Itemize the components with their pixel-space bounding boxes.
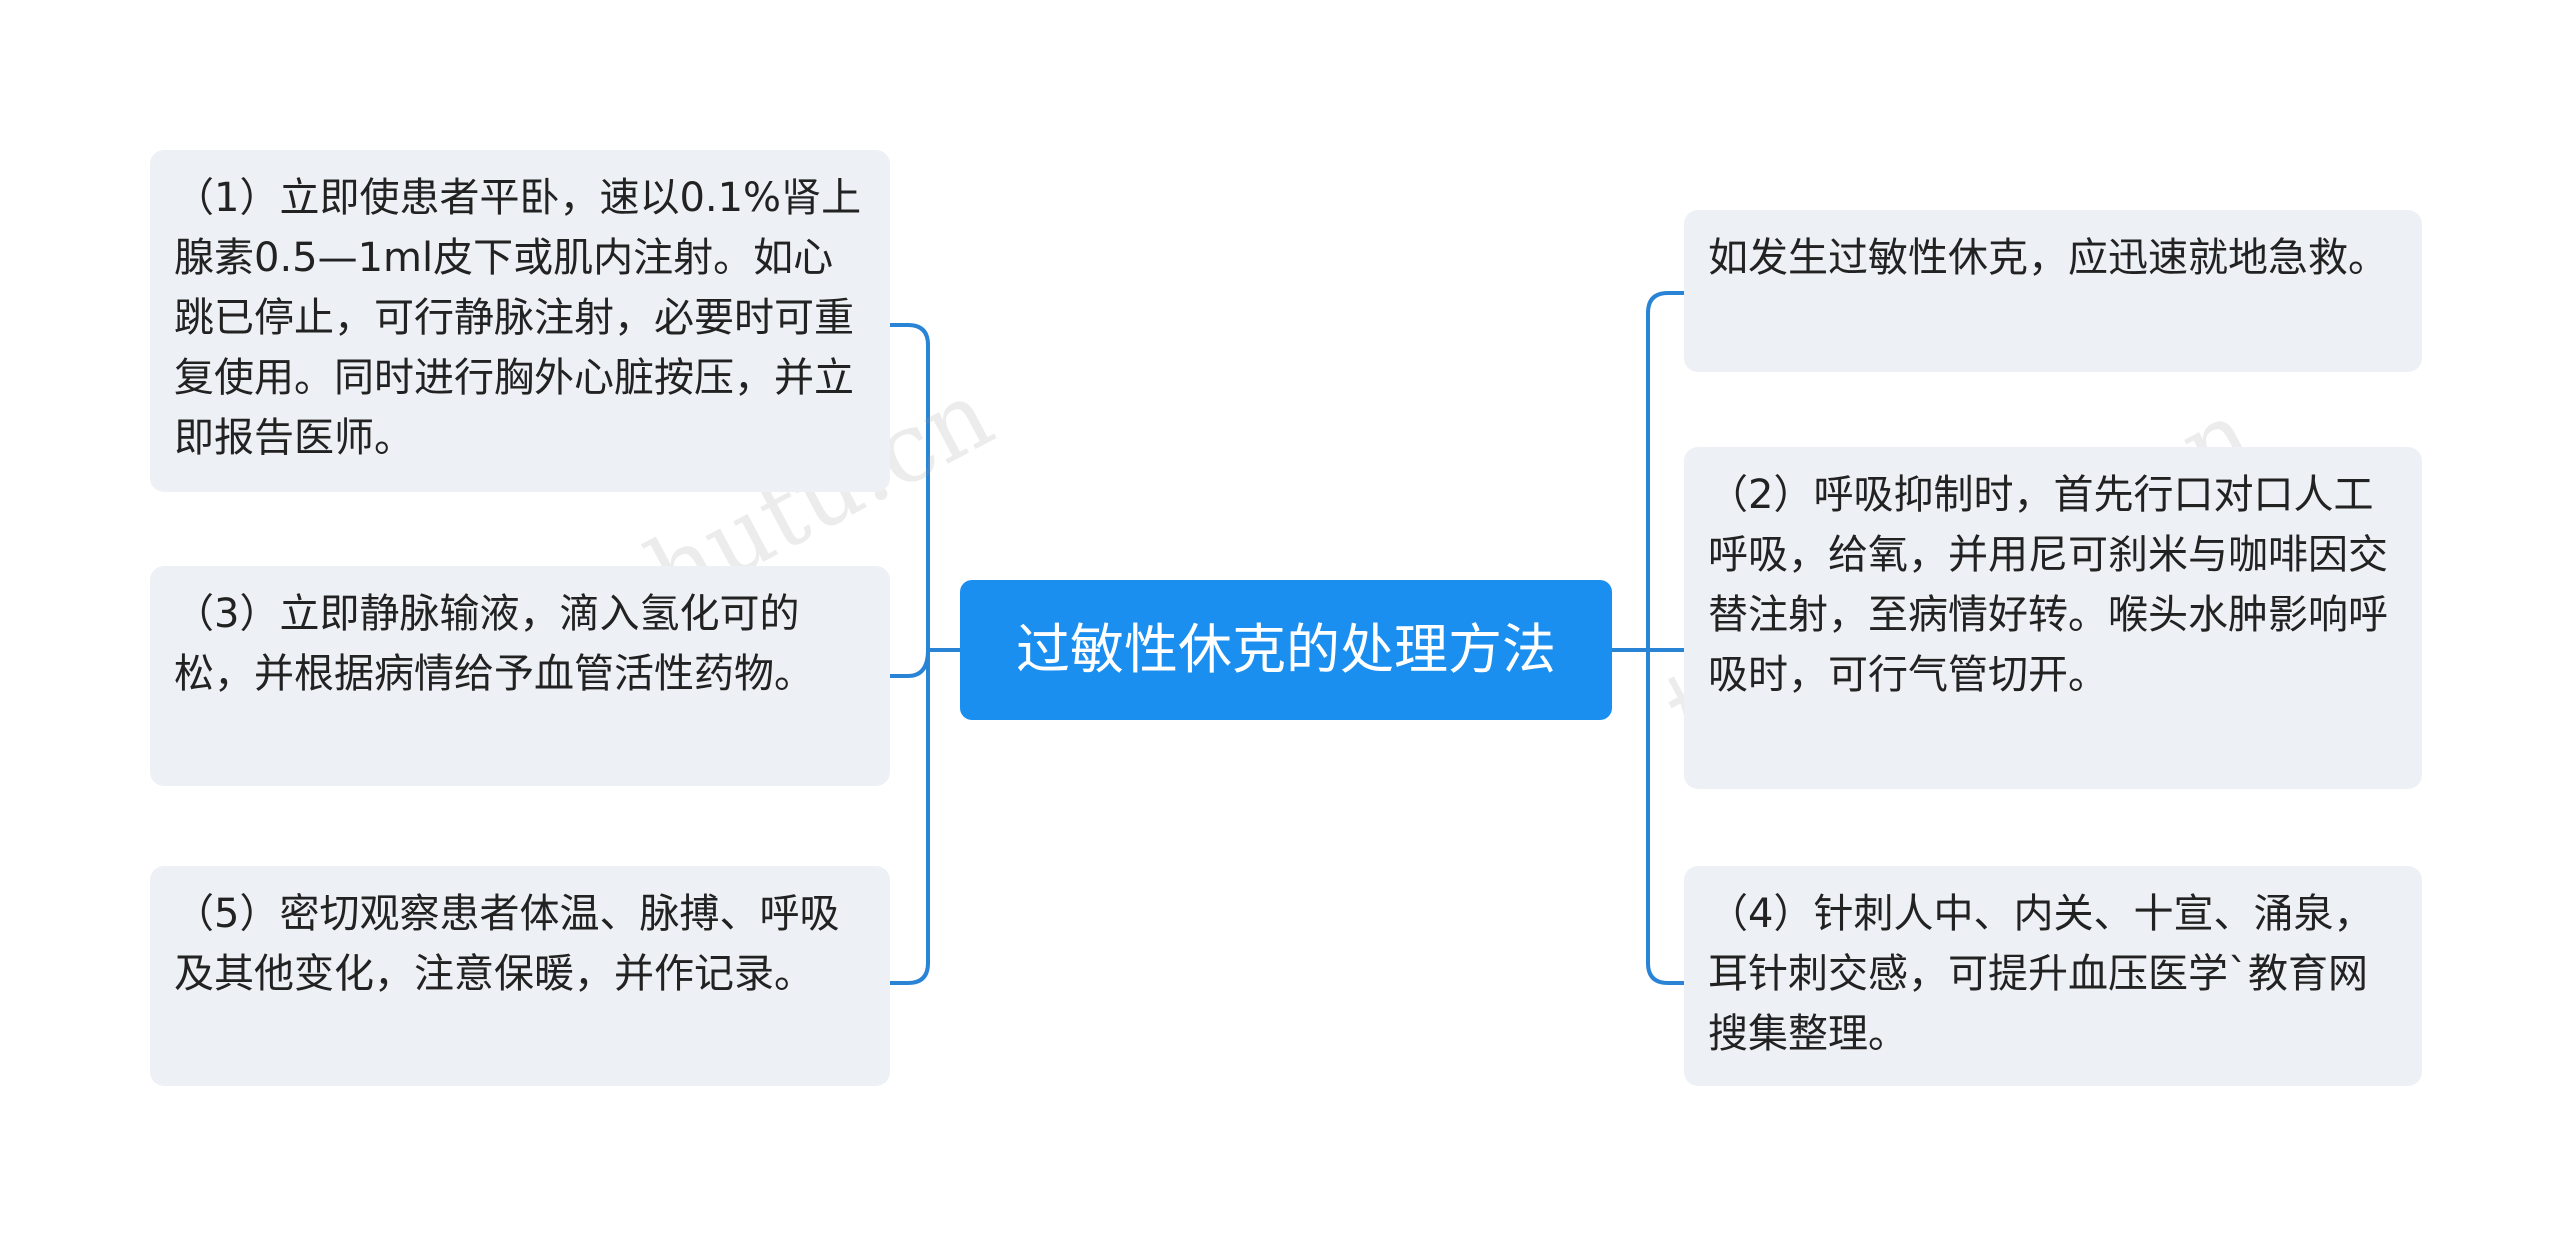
connector-left-1 [888,323,930,347]
node-step-5[interactable]: （5）密切观察患者体温、脉搏、呼吸及其他变化，注意保暖，并作记录。 [150,866,890,1086]
connector-left-3 [888,648,930,678]
node-step-1[interactable]: （1）立即使患者平卧，速以0.1%肾上腺素0.5—1ml皮下或肌内注射。如心跳已… [150,150,890,492]
connector-right-4 [1646,961,1686,985]
node-step-2[interactable]: （2）呼吸抑制时，首先行口对口人工呼吸，给氧，并用尼可刹米与咖啡因交替注射，至病… [1684,447,2422,789]
node-intro[interactable]: 如发生过敏性休克，应迅速就地急救。 [1684,210,2422,372]
root-topic[interactable]: 过敏性休克的处理方法 [960,580,1612,720]
node-step-3[interactable]: （3）立即静脉输液，滴入氢化可的松，并根据病情给予血管活性药物。 [150,566,890,786]
node-step-4[interactable]: （4）针刺人中、内关、十宣、涌泉，耳针刺交感，可提升血压医学`教育网搜集整理。 [1684,866,2422,1086]
connector-left-5 [888,961,930,985]
connector-right-intro [1646,291,1686,315]
